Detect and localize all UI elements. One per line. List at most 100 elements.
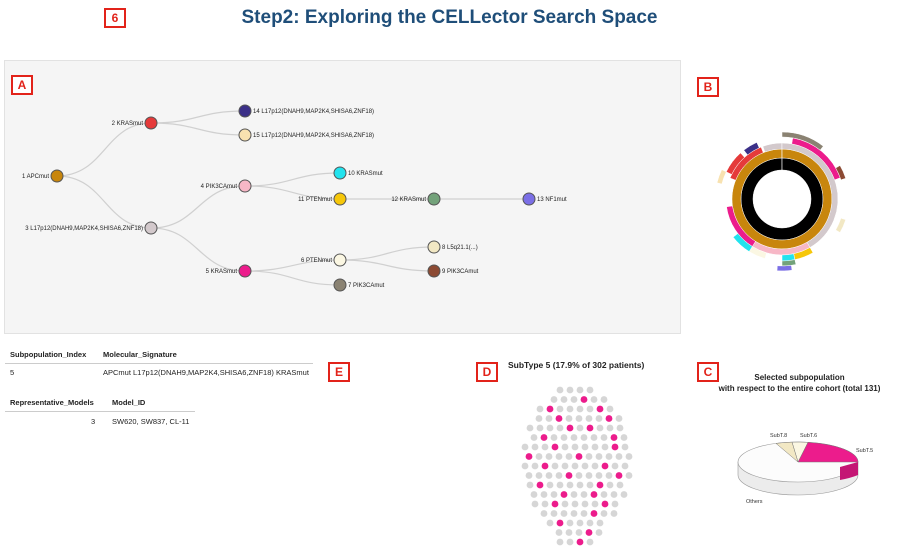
patient-dot bbox=[625, 453, 633, 460]
patient-dot bbox=[595, 453, 603, 460]
node-label-11: 11 PTENmut bbox=[298, 197, 332, 203]
link-5-6 bbox=[244, 259, 341, 272]
patient-dot bbox=[600, 491, 608, 498]
patient-dot bbox=[586, 519, 594, 527]
cohort-title-line2: with respect to the entire cohort (total… bbox=[718, 384, 881, 393]
patient-dot bbox=[585, 472, 593, 479]
tree-links bbox=[56, 110, 529, 286]
node-12[interactable] bbox=[427, 192, 441, 206]
patient-dot bbox=[526, 424, 534, 432]
sunburst-ring-14[interactable] bbox=[743, 142, 760, 156]
node-label-10: 10 KRASmut bbox=[348, 171, 383, 177]
link-4-11 bbox=[244, 185, 341, 200]
patient-dot bbox=[585, 453, 593, 460]
patient-dot bbox=[540, 510, 548, 517]
cell-model-id: SW620, SW837, CL-11 bbox=[112, 417, 190, 426]
cell-representative-models: 3 bbox=[91, 417, 96, 426]
patient-dot-plot bbox=[521, 386, 633, 546]
node-1[interactable] bbox=[50, 169, 64, 183]
patient-dot bbox=[531, 462, 539, 470]
sunburst-ring-15[interactable] bbox=[725, 152, 745, 175]
sunburst-ring-7[interactable] bbox=[781, 131, 824, 151]
link-6-9 bbox=[339, 259, 435, 272]
node-label-5: 5 KRASmut bbox=[206, 269, 238, 275]
patient-dot bbox=[530, 434, 538, 441]
table-divider bbox=[5, 411, 195, 412]
patient-dot-highlighted bbox=[576, 538, 584, 546]
patient-dot bbox=[535, 472, 543, 479]
node-9[interactable] bbox=[427, 264, 441, 278]
patient-dot bbox=[555, 529, 563, 536]
node-2[interactable] bbox=[144, 116, 158, 130]
patient-dot bbox=[595, 415, 603, 422]
node-4[interactable] bbox=[238, 179, 252, 193]
header-representative-models: Representative_Models bbox=[10, 398, 94, 407]
patient-dot bbox=[570, 510, 578, 517]
link-3-4 bbox=[150, 185, 246, 229]
patient-dot bbox=[625, 472, 633, 479]
patient-dot-highlighted bbox=[555, 415, 563, 422]
patient-dot bbox=[521, 443, 529, 451]
sunburst-chart bbox=[716, 131, 847, 272]
sunburst-center[interactable] bbox=[740, 157, 824, 241]
patient-dot-highlighted bbox=[541, 462, 549, 470]
patient-dot bbox=[566, 519, 574, 527]
node-13[interactable] bbox=[522, 192, 536, 206]
patient-dot bbox=[556, 481, 564, 489]
node-5[interactable] bbox=[238, 264, 252, 278]
patient-dot bbox=[541, 500, 549, 508]
patient-dot bbox=[556, 538, 564, 546]
badge-d: D bbox=[476, 362, 498, 382]
sunburst-ring-13[interactable] bbox=[776, 265, 793, 272]
patient-dot bbox=[556, 424, 564, 432]
patient-dot bbox=[530, 491, 538, 498]
tree-nodes bbox=[50, 104, 536, 292]
node-6[interactable] bbox=[333, 253, 347, 267]
patient-dot bbox=[586, 538, 594, 546]
node-label-6: 6 PTENmut bbox=[301, 258, 332, 264]
node-label-7: 7 PIK3CAmut bbox=[348, 283, 385, 289]
step-badge: 6 bbox=[104, 8, 126, 28]
patient-dot-highlighted bbox=[596, 405, 604, 413]
sunburst-ring-10b[interactable] bbox=[732, 233, 753, 252]
node-11[interactable] bbox=[333, 192, 347, 206]
patient-dot bbox=[590, 396, 598, 403]
patient-dot bbox=[555, 472, 563, 479]
patient-dot bbox=[565, 415, 573, 422]
patient-dot bbox=[555, 453, 563, 460]
patient-dot bbox=[521, 462, 529, 470]
sunburst-ring-9[interactable] bbox=[835, 165, 847, 181]
node-10[interactable] bbox=[333, 166, 347, 180]
node-7[interactable] bbox=[333, 278, 347, 292]
node-14[interactable] bbox=[238, 104, 252, 118]
patient-dot-highlighted bbox=[556, 519, 564, 527]
patient-dot bbox=[546, 424, 554, 432]
patient-dot-highlighted bbox=[590, 510, 598, 517]
patient-dot bbox=[545, 415, 553, 422]
patient-dot bbox=[575, 472, 583, 479]
patient-dot bbox=[545, 453, 553, 460]
node-15[interactable] bbox=[238, 128, 252, 142]
patient-dot-highlighted bbox=[565, 472, 573, 479]
patient-dot-highlighted bbox=[575, 453, 583, 460]
sunburst-ring-15b[interactable] bbox=[716, 169, 727, 185]
patient-dot bbox=[526, 481, 534, 489]
patient-dot bbox=[540, 491, 548, 498]
patient-dot bbox=[570, 491, 578, 498]
patient-dot bbox=[566, 386, 574, 394]
sunburst-ring-8[interactable] bbox=[835, 217, 847, 233]
node-8[interactable] bbox=[427, 240, 441, 254]
patient-dot bbox=[596, 424, 604, 432]
patient-dot bbox=[550, 491, 558, 498]
patient-dot bbox=[560, 396, 568, 403]
patient-dot bbox=[571, 462, 579, 470]
patient-dot bbox=[606, 424, 614, 432]
node-3[interactable] bbox=[144, 221, 158, 235]
pie-slice-subt5[interactable] bbox=[797, 442, 859, 463]
pie-slice-subt8[interactable] bbox=[775, 441, 799, 463]
patient-dot bbox=[550, 434, 558, 441]
patient-dot bbox=[571, 443, 579, 451]
patient-dot-highlighted bbox=[611, 443, 619, 451]
patient-dot bbox=[591, 500, 599, 508]
patient-dot bbox=[585, 415, 593, 422]
